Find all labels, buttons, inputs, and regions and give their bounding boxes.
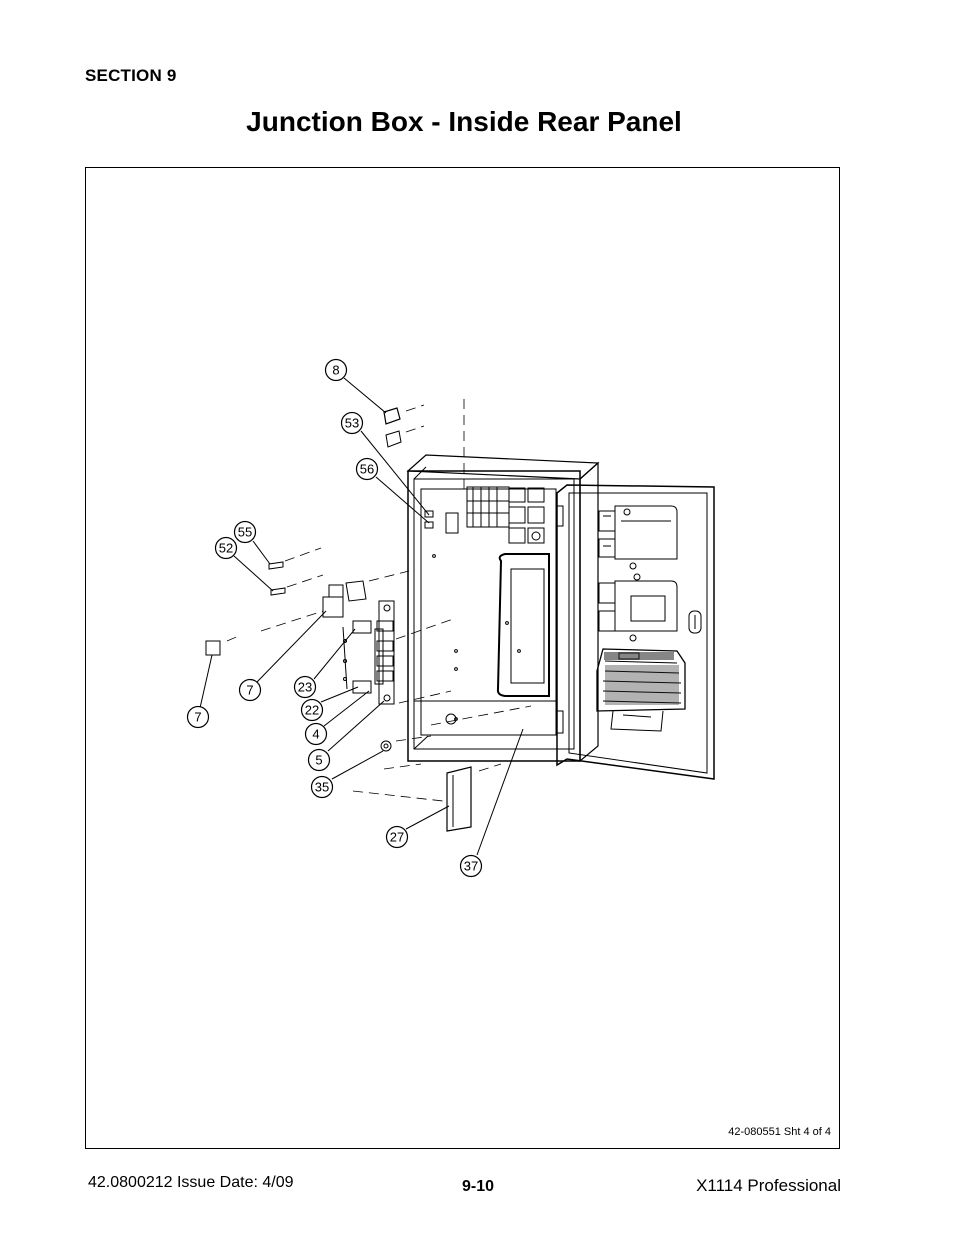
svg-text:52: 52 xyxy=(219,541,233,556)
svg-text:7: 7 xyxy=(194,710,201,725)
enclosure-door xyxy=(556,484,715,780)
svg-text:35: 35 xyxy=(315,780,329,795)
callout-4: 4 xyxy=(304,722,328,746)
svg-text:56: 56 xyxy=(360,462,374,477)
callout-7-upper: 7 xyxy=(238,678,262,702)
callout-53: 53 xyxy=(340,411,364,435)
svg-text:7: 7 xyxy=(246,683,253,698)
svg-text:22: 22 xyxy=(305,703,319,718)
callout-5: 5 xyxy=(307,748,331,772)
callout-23: 23 xyxy=(293,675,317,699)
footer-doc-info: 42.0800212 Issue Date: 4/09 xyxy=(88,1174,294,1191)
svg-text:27: 27 xyxy=(390,830,404,845)
figure-frame: 8 53 56 55 52 7 7 23 xyxy=(85,167,840,1149)
page-title: Junction Box - Inside Rear Panel xyxy=(246,106,682,137)
svg-text:37: 37 xyxy=(464,859,478,874)
callout-8: 8 xyxy=(324,358,348,382)
svg-text:53: 53 xyxy=(345,416,359,431)
svg-text:55: 55 xyxy=(238,525,252,540)
callout-22: 22 xyxy=(300,698,324,722)
svg-text:4: 4 xyxy=(312,727,319,742)
enclosure-box xyxy=(406,454,600,763)
svg-text:8: 8 xyxy=(332,363,339,378)
callout-37: 37 xyxy=(459,854,483,878)
callout-52: 52 xyxy=(214,536,238,560)
callout-35: 35 xyxy=(310,775,334,799)
callout-7-lower: 7 xyxy=(186,705,210,729)
callout-56: 56 xyxy=(355,457,379,481)
section-label: SECTION 9 xyxy=(85,66,177,85)
footer-page-number: 9-10 xyxy=(462,1178,495,1195)
svg-text:5: 5 xyxy=(315,753,322,768)
callout-27: 27 xyxy=(385,825,409,849)
footer-product: X1114 Professional xyxy=(696,1176,841,1195)
svg-text:23: 23 xyxy=(298,680,312,695)
exploded-view-drawing: 8 53 56 55 52 7 7 23 xyxy=(186,358,715,878)
drawing-reference: 42-080551 Sht 4 of 4 xyxy=(728,1126,831,1138)
callout-55: 55 xyxy=(233,520,257,544)
